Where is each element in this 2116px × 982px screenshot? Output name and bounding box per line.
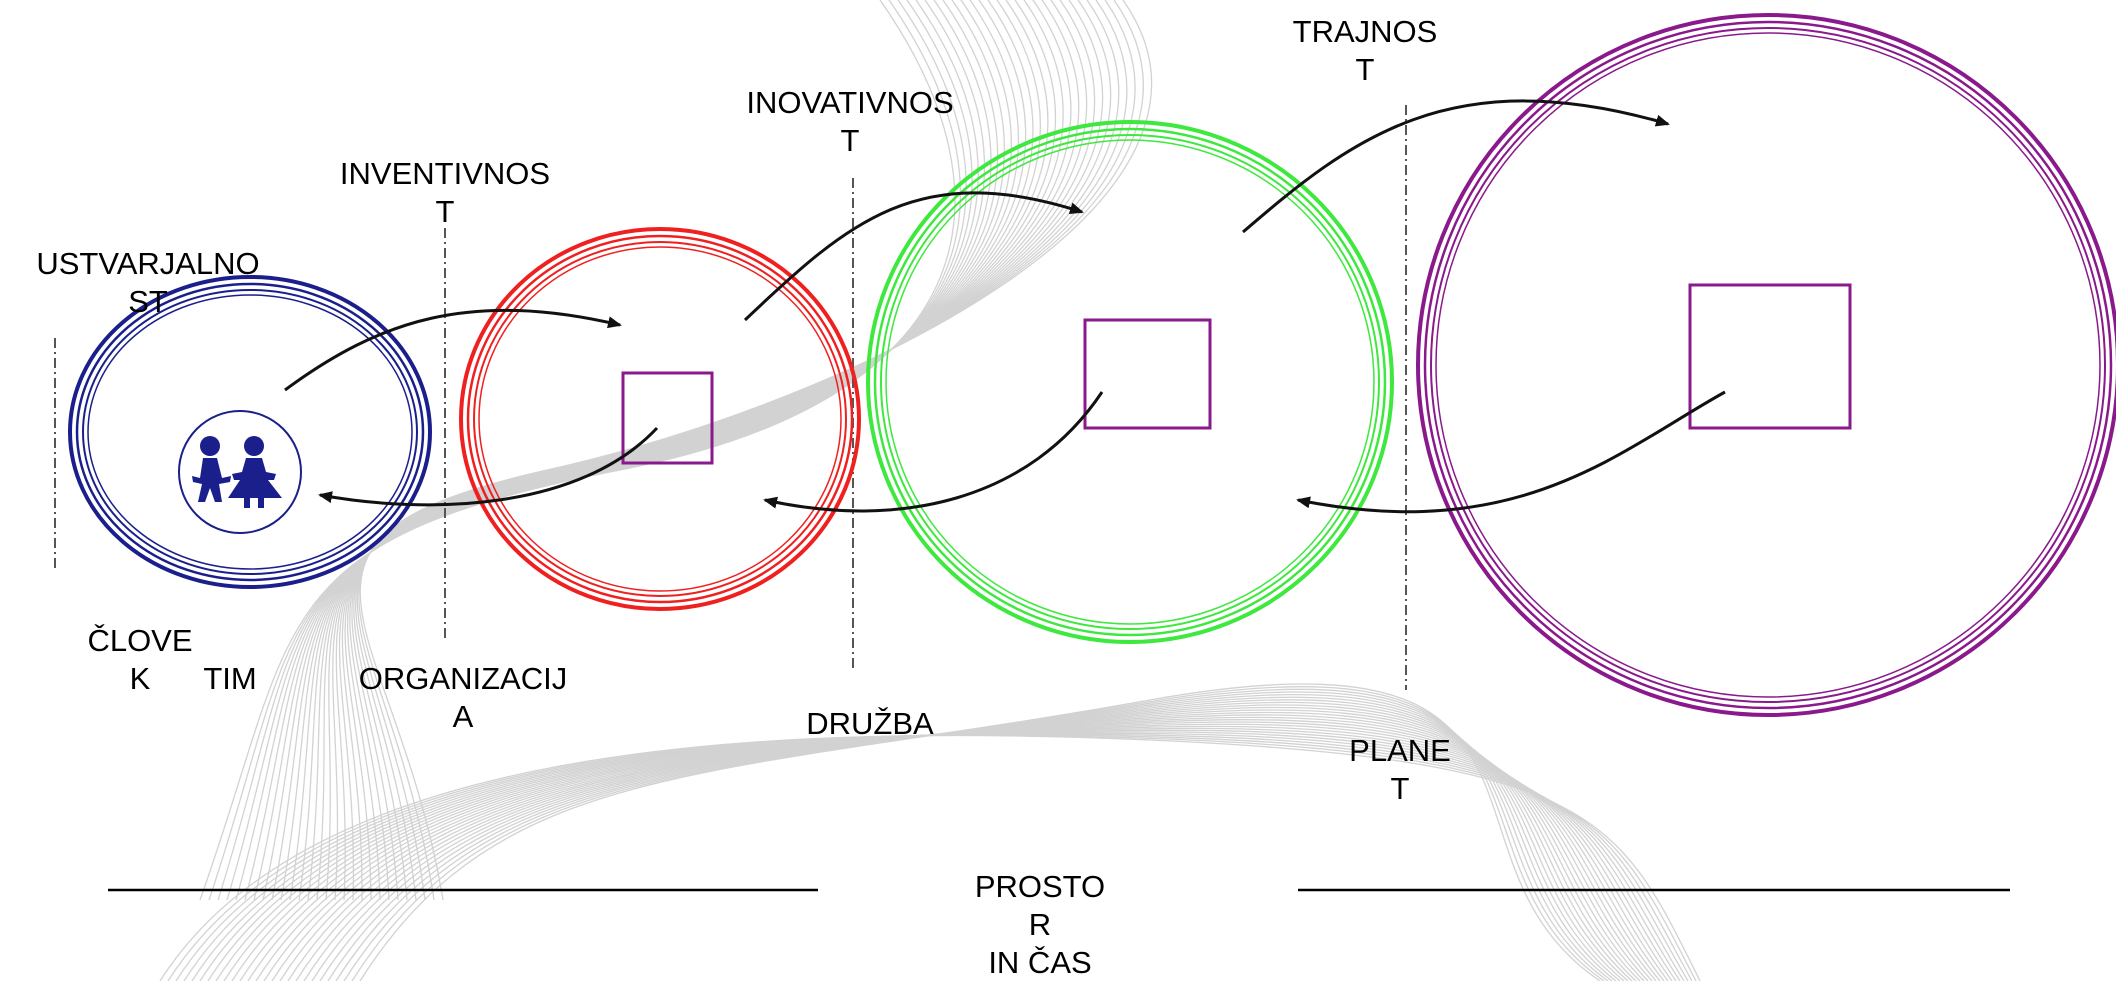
return-arrows	[318, 390, 1726, 514]
background-curve	[239, 721, 1661, 981]
background-curve	[351, 0, 1112, 901]
background-curve	[263, 714, 1649, 981]
arrow-return-1	[318, 426, 659, 507]
background-curve	[351, 686, 1605, 981]
label-tim: TIM	[203, 661, 257, 696]
background-curve	[255, 716, 1653, 981]
background-curve	[359, 0, 1152, 901]
background-curve	[231, 723, 1665, 981]
stage-circle-inventivnost	[459, 227, 861, 611]
two-children-icon	[178, 410, 302, 534]
background-curve	[358, 0, 1144, 901]
background-curve	[215, 727, 1673, 981]
core-square-inovativnost	[1083, 318, 1212, 430]
background-curve	[223, 725, 1669, 981]
arrow-return-2	[763, 391, 1104, 513]
background-curve	[175, 734, 1693, 981]
label-inventivnost: INVENTIVNOS T	[339, 156, 551, 229]
background-curve	[335, 691, 1613, 981]
background-curve	[183, 733, 1689, 981]
background-wave-pattern	[159, 0, 1701, 981]
background-curve	[353, 0, 1120, 901]
background-curve	[295, 704, 1633, 981]
arrow-forward-2	[743, 191, 1084, 322]
label-druzba: DRUŽBA	[806, 706, 934, 741]
arrow-forward-1	[284, 308, 622, 392]
background-curve	[167, 734, 1697, 981]
background-curve	[207, 729, 1677, 981]
background-curve	[279, 709, 1641, 981]
arrow-return-3	[1296, 390, 1726, 514]
label-inovativnost: INOVATIVNOS T	[746, 85, 954, 158]
label-clovek: ČLOVE K	[87, 623, 193, 696]
label-organizacija: ORGANIZACIJ A	[358, 661, 568, 734]
forward-arrows	[284, 99, 1670, 392]
background-curve	[311, 699, 1625, 981]
core-square-trajnost	[1688, 283, 1852, 430]
background-curve	[359, 683, 1601, 981]
label-planet: PLANE T	[1349, 733, 1451, 806]
stage-circle-ustvarjalnost	[68, 275, 432, 589]
stage-circle-inovativnost	[866, 120, 1394, 644]
background-curve	[199, 731, 1681, 981]
core-square-inventivnost	[621, 371, 714, 465]
background-curve	[191, 732, 1685, 981]
background-curve	[327, 693, 1617, 981]
background-curve	[159, 734, 1701, 981]
background-curve	[355, 0, 1128, 901]
stage-circle-trajnost	[1416, 13, 2116, 717]
label-ustvarjalnost: USTVARJALNO ST	[36, 246, 260, 319]
background-curve	[343, 688, 1609, 981]
background-curve	[356, 0, 1136, 901]
background-curve	[303, 701, 1629, 981]
background-curve	[247, 719, 1657, 981]
stage-dividers	[54, 105, 1407, 690]
label-trajnost: TRAJNOS T	[1292, 14, 1438, 87]
arrow-forward-3	[1242, 99, 1670, 234]
background-curve	[319, 696, 1621, 981]
background-curve	[271, 711, 1645, 981]
background-curve	[287, 706, 1637, 981]
label-prostor-in-cas: PROSTO R IN ČAS	[974, 869, 1106, 980]
